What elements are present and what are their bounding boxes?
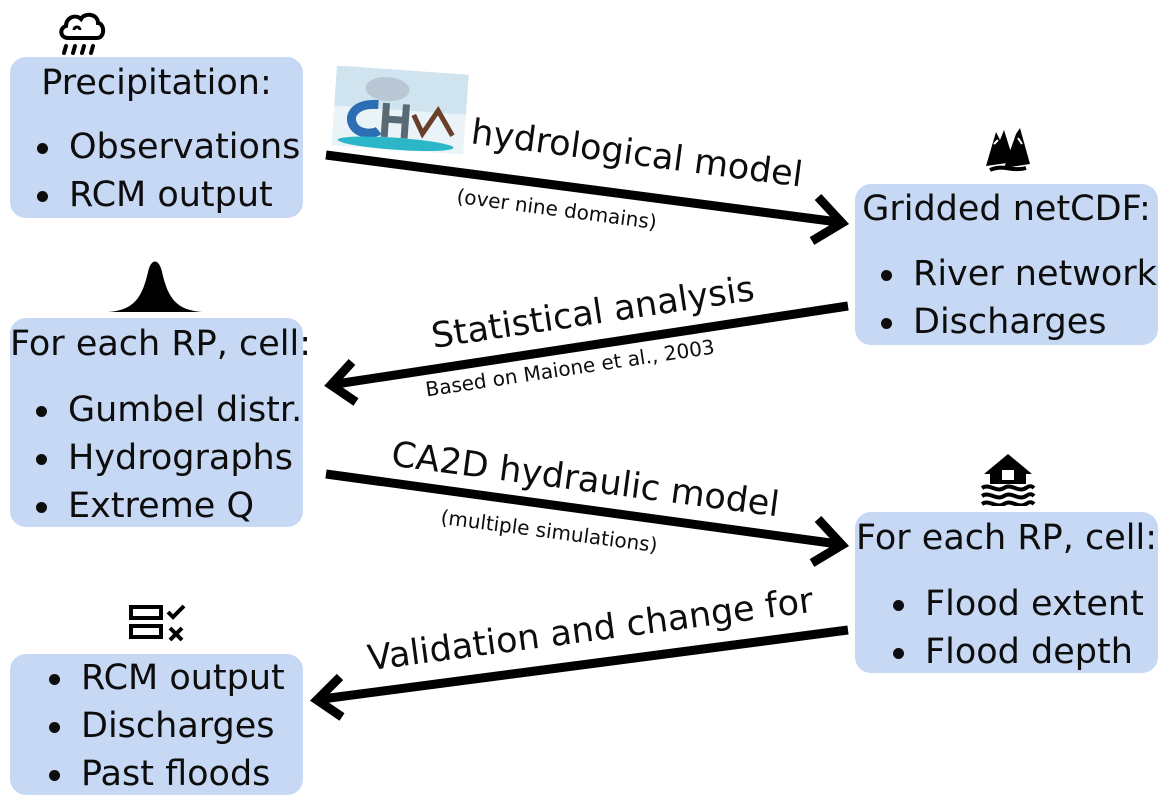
arrow-hydrological (325, 150, 850, 245)
list-item: Extreme Q (30, 482, 302, 530)
arrow-hydraulic (325, 469, 850, 567)
gridded-netcdf-list: River network Discharges (875, 250, 1157, 346)
checklist-icon (129, 604, 186, 642)
rain-cloud-icon (59, 12, 106, 55)
list-item: Hydrographs (30, 434, 302, 482)
mountain-river-icon (986, 128, 1030, 172)
bell-curve-icon (108, 261, 202, 312)
list-item: Gumbel distr. (30, 386, 302, 434)
arrow-statistical (324, 301, 849, 406)
list-item: Flood extent (887, 580, 1144, 628)
rp-statistics-box: For each RP, cell: Gumbel distr. Hydrogr… (10, 318, 312, 530)
rp-statistics-list: Gumbel distr. Hydrographs Extreme Q (30, 386, 302, 530)
rp-flood-list: Flood extent Flood depth (887, 580, 1144, 676)
gridded-netcdf-box: Gridded netCDF: River network Discharges (855, 184, 1158, 345)
list-item: Observations (31, 123, 300, 171)
list-item: Discharges (875, 298, 1157, 346)
validation-list: RCM output Discharges Past floods (43, 654, 285, 798)
rp-flood-title: For each RP, cell: (855, 518, 1158, 558)
validation-box: RCM output Discharges Past floods (10, 654, 303, 795)
list-item: RCM output (43, 654, 285, 702)
flooded-house-icon (980, 454, 1036, 506)
rp-flood-box: For each RP, cell: Flood extent Flood de… (855, 512, 1158, 673)
rp-statistics-title: For each RP, cell: (10, 324, 312, 364)
gridded-netcdf-title: Gridded netCDF: (862, 189, 1151, 229)
precipitation-list: Observations RCM output (31, 123, 300, 219)
list-item: Discharges (43, 702, 285, 750)
list-item: Flood depth (887, 628, 1144, 676)
precipitation-box: Precipitation: Observations RCM output (10, 57, 303, 218)
arrow-validation (309, 625, 849, 721)
list-item: RCM output (31, 171, 300, 219)
list-item: Past floods (43, 750, 285, 798)
precipitation-title: Precipitation: (41, 63, 272, 103)
list-item: River network (875, 250, 1157, 298)
chym-logo (331, 66, 469, 155)
